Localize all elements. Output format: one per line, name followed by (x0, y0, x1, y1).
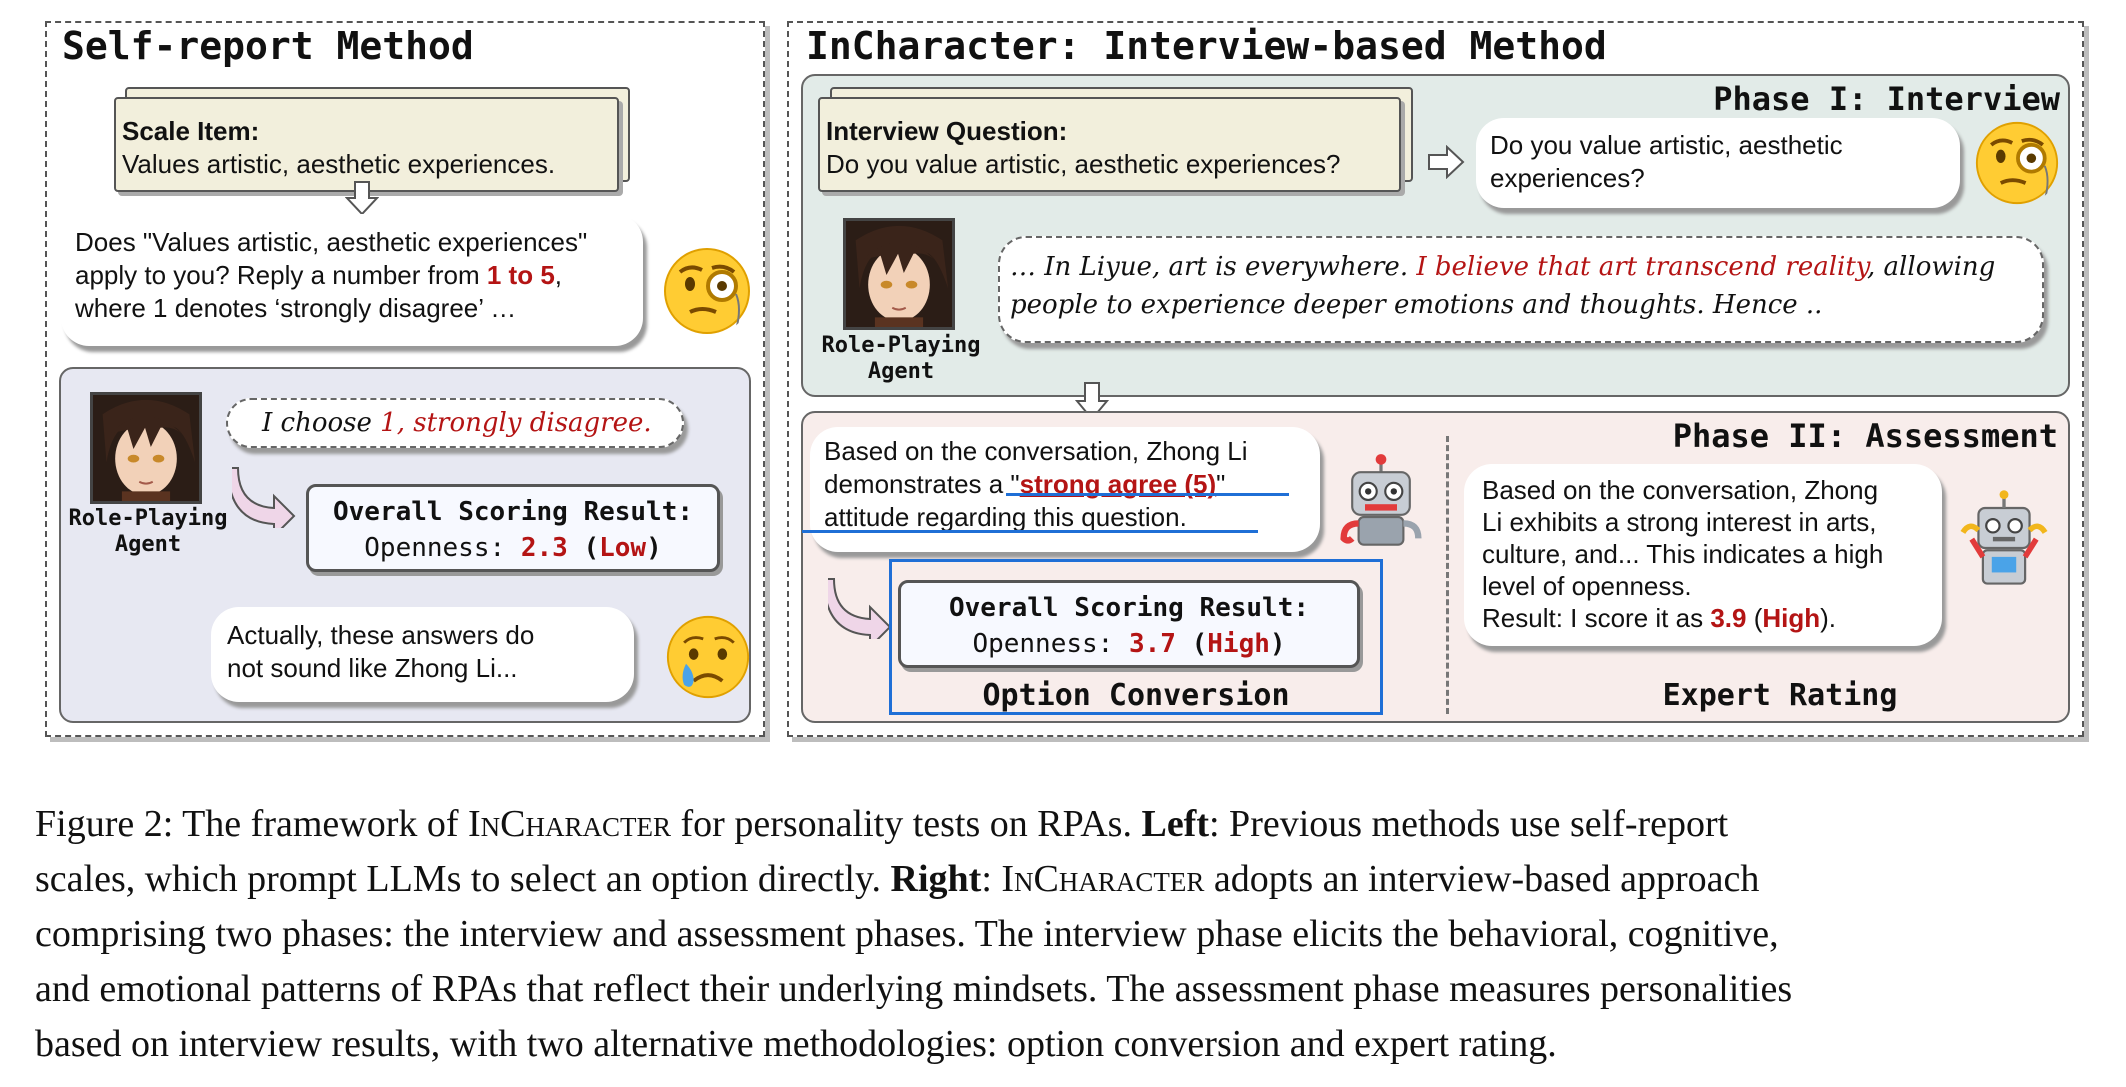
incharacter-title: InCharacter: Interview-based Method (806, 24, 1607, 68)
blue-underline-1 (1006, 493, 1289, 496)
monocle-face-emoji (1974, 120, 2060, 206)
critique-line-1: Actually, these answers do (227, 620, 535, 650)
critique-line-2: not sound like Zhong Li... (227, 653, 518, 683)
agent-response-bubble: … In Liyue, art is everywhere. I believe… (998, 236, 2044, 343)
interview-question-card: Interview Question: Do you value artisti… (818, 97, 1401, 192)
caption-line-2: scales, which prompt LLMs to select an o… (35, 858, 1760, 900)
prompt-line-2: apply to you? Reply a number from 1 to 5… (75, 260, 563, 290)
conversion-line-3: attitude regarding this question. (824, 502, 1187, 532)
agent-avatar (90, 392, 202, 504)
question-bubble-line-2: experiences? (1490, 163, 1645, 193)
left-result-value: Openness: 2.3 (Low) (364, 533, 662, 563)
monocle-face-emoji (663, 247, 751, 335)
question-bubble-line-1: Do you value artistic, aesthetic (1490, 130, 1843, 160)
response-line-1: … In Liyue, art is everywhere. I believe… (1010, 252, 1996, 282)
conversion-line-1: Based on the conversation, Zhong Li (824, 436, 1248, 466)
agent-answer-text: I choose 1, strongly disagree. (262, 408, 652, 438)
curved-arrow-icon (828, 578, 892, 639)
agent-answer-bubble: I choose 1, strongly disagree. (226, 398, 684, 448)
expert-line-2: Li exhibits a strong interest in arts, (1482, 507, 1877, 537)
blue-underline-2 (802, 530, 1258, 533)
phase-2-divider (1446, 436, 1449, 714)
question-card-text: Do you value artistic, aesthetic experie… (826, 149, 1341, 179)
robot-icon (1333, 453, 1429, 549)
prompt-line-1: Does "Values artistic, aesthetic experie… (75, 227, 588, 257)
phase-1-label: Phase I: Interview (1713, 80, 2060, 118)
expert-line-5: Result: I score it as 3.9 (High). (1482, 603, 1837, 633)
agent-avatar (843, 218, 955, 330)
phase-2-label: Phase II: Assessment (1672, 417, 2058, 455)
interview-question-bubble: Do you value artistic, aesthetic experie… (1476, 118, 1960, 208)
critique-bubble: Actually, these answers do not sound lik… (211, 607, 634, 702)
right-result-title: Overall Scoring Result: (948, 593, 1310, 623)
caption-line-5: based on interview results, with two alt… (35, 1023, 1557, 1065)
scale-item-heading: Scale Item: (122, 116, 260, 146)
conversion-line-2: demonstrates a "strong agree (5)" (824, 469, 1226, 499)
scale-item-text: Values artistic, aesthetic experiences. (122, 149, 556, 179)
figure-caption: Figure 2: The framework of InCharacter f… (35, 797, 2115, 1072)
right-scoring-result: Overall Scoring Result: Openness: 3.7 (H… (898, 580, 1360, 668)
crying-face-emoji (665, 614, 751, 700)
right-arrow-icon (1428, 145, 1465, 179)
option-conversion-highlight-box (889, 559, 1383, 715)
caption-line-1: Figure 2: The framework of InCharacter f… (35, 803, 1729, 845)
right-result-value: Openness: 3.7 (High) (972, 629, 1286, 659)
expert-rating-label: Expert Rating (1662, 678, 1898, 713)
curved-arrow-icon (232, 467, 296, 528)
prompt-line-3: where 1 denotes ‘strongly disagree’ … (75, 293, 517, 323)
self-report-prompt-bubble: Does "Values artistic, aesthetic experie… (61, 214, 643, 346)
down-arrow-icon (1075, 382, 1109, 421)
option-conversion-label: Option Conversion (982, 678, 1290, 713)
expert-rating-bubble: Based on the conversation, Zhong Li exhi… (1464, 464, 1942, 646)
self-report-title: Self-report Method (62, 24, 474, 68)
expert-line-3: culture, and... This indicates a high (1482, 539, 1884, 569)
expert-line-1: Based on the conversation, Zhong (1482, 475, 1879, 505)
robot-icon (1954, 488, 2054, 588)
option-conversion-bubble: Based on the conversation, Zhong Li demo… (810, 427, 1320, 552)
left-result-title: Overall Scoring Result: (332, 497, 694, 527)
down-arrow-icon (345, 181, 379, 216)
response-line-2: people to experience deeper emotions and… (1010, 290, 1823, 320)
caption-line-4: and emotional patterns of RPAs that refl… (35, 968, 1793, 1010)
expert-line-4: level of openness. (1482, 571, 1692, 601)
caption-line-3: comprising two phases: the interview and… (35, 913, 1779, 955)
question-card-heading: Interview Question: (826, 116, 1068, 146)
left-scoring-result: Overall Scoring Result: Openness: 2.3 (L… (306, 484, 720, 572)
scale-item-card: Scale Item: Values artistic, aesthetic e… (114, 97, 619, 192)
